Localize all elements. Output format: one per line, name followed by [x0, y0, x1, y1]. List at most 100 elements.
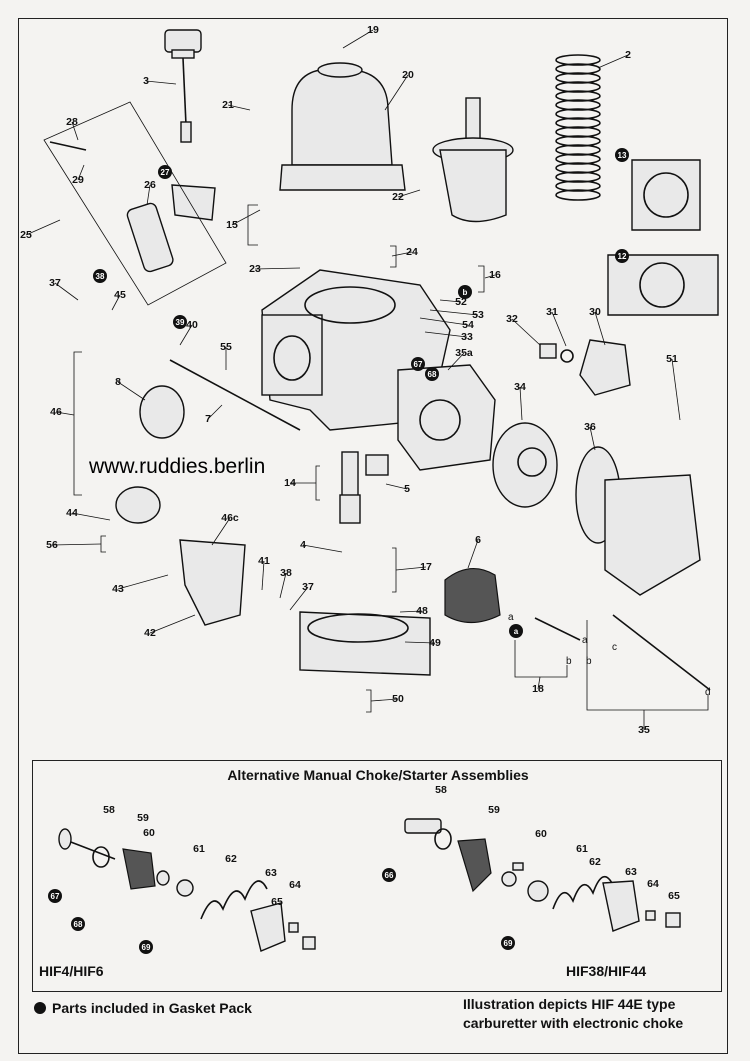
- sub-part-letter: d: [705, 687, 711, 698]
- part-number-label: 32: [506, 313, 518, 325]
- choke-housing-bore: [419, 399, 461, 441]
- leader-line: [71, 512, 111, 521]
- page-frame: [18, 18, 728, 1054]
- leader-line: [447, 352, 465, 371]
- throttle-disc-drawing: [139, 385, 185, 439]
- spring-coil: [555, 144, 601, 156]
- part-number-label: 46: [50, 406, 62, 418]
- temp-sensor-drawing: [126, 202, 174, 273]
- gasket-pack-legend: Parts included in Gasket Pack: [34, 1000, 252, 1016]
- part-number-label: 16: [489, 269, 501, 281]
- part-number-label: 35: [638, 724, 650, 736]
- sub-part-letter: a: [582, 635, 588, 646]
- leader-line: [399, 610, 423, 613]
- spring-coil: [555, 99, 601, 111]
- leader-line: [71, 121, 79, 141]
- alt-right-part-label: 65: [668, 890, 680, 902]
- spring-coil: [555, 135, 601, 147]
- part-number-label: 34: [514, 381, 526, 393]
- spring-coil: [555, 63, 601, 75]
- leader-line: [207, 404, 223, 420]
- leader-line: [395, 566, 427, 571]
- part-number-label: 55: [220, 341, 232, 353]
- alt-right-part-label: 64: [647, 878, 659, 890]
- spring-coil: [555, 171, 601, 183]
- spring-coil: [555, 162, 601, 174]
- part-number-label: 37: [302, 581, 314, 593]
- part-number-label: 54: [462, 319, 474, 331]
- needle-seat-drawing: [365, 454, 389, 476]
- gasket-pack-marker: [48, 889, 62, 903]
- hif38-hif44-label: HIF38/HIF44: [566, 963, 647, 979]
- part-number-label: 25: [20, 229, 32, 241]
- part-number-label: 15: [226, 219, 238, 231]
- leader-line: [51, 543, 102, 546]
- part-number-label: 44: [66, 507, 78, 519]
- part-number-label: 50: [392, 693, 404, 705]
- caption-line-1: Illustration depicts HIF 44E type: [463, 996, 676, 1012]
- gasket-pack-marker: [139, 940, 153, 954]
- screw-35-drawing: [612, 614, 711, 691]
- alt-right-part-label: 58: [435, 784, 447, 796]
- bracket-46: [73, 351, 82, 496]
- alt-left-part-label: 63: [265, 867, 277, 879]
- spring-coil: [555, 81, 601, 93]
- leader-line: [594, 311, 606, 346]
- gasket-pack-marker: [509, 624, 523, 638]
- leader-line: [149, 614, 196, 634]
- alt-left-part-label: 58: [103, 804, 115, 816]
- gasket-pack-marker: [615, 148, 629, 162]
- stepper-motor-drawing: [492, 422, 558, 508]
- leader-line: [302, 544, 343, 553]
- leader-line: [25, 219, 61, 236]
- gasket-pack-dot-icon: [34, 1002, 46, 1014]
- part-number-label: 26: [144, 179, 156, 191]
- throttle-spindle-drawing: [169, 359, 301, 431]
- leader-line: [419, 317, 469, 326]
- part-number-label: 30: [589, 306, 601, 318]
- part-number-label: 5: [404, 483, 410, 495]
- part-number-label: 35a: [455, 347, 473, 359]
- part-number-label: 46c: [221, 512, 239, 524]
- bracket-27-drawing: [171, 184, 216, 221]
- gasket-pack-marker: [158, 165, 172, 179]
- leader-line: [511, 318, 541, 346]
- part-number-label: 42: [144, 627, 156, 639]
- part-number-label: 4: [300, 539, 306, 551]
- part-number-label: 23: [249, 263, 261, 275]
- leader-line: [370, 698, 399, 702]
- alt-right-part-label: 61: [576, 843, 588, 855]
- leader-line: [385, 483, 408, 490]
- float-drawing: [444, 568, 501, 624]
- gasket-pack-marker: [71, 917, 85, 931]
- leader-line: [231, 209, 261, 226]
- gasket-pack-marker-label: 68: [428, 370, 437, 379]
- alt-left-part-label: 60: [143, 827, 155, 839]
- group-25-outline: [43, 101, 227, 306]
- washer-31-drawing: [560, 349, 574, 363]
- gasket-pack-marker-label: 66: [385, 871, 394, 880]
- bracket-14: [315, 465, 320, 501]
- leader-line: [537, 676, 541, 690]
- leader-line: [397, 189, 421, 198]
- part-number-label: 2: [625, 49, 631, 61]
- leader-line: [439, 299, 462, 303]
- part-number-label: 24: [406, 246, 418, 258]
- part-number-label: 7: [205, 413, 211, 425]
- leader-line: [54, 282, 79, 301]
- leader-line: [384, 74, 409, 111]
- screw-18-drawing: [534, 617, 581, 641]
- watermark-text: www.ruddies.berlin: [86, 455, 269, 479]
- part-number-label: 37: [49, 277, 61, 289]
- spring-coil: [555, 153, 601, 165]
- gasket-13-drawing: [631, 159, 701, 231]
- part-number-label: 33: [461, 331, 473, 343]
- alt-left-part-label: 62: [225, 853, 237, 865]
- gasket-pack-marker-label: 38: [96, 272, 105, 281]
- alt-left-part-label: 61: [193, 843, 205, 855]
- leader-line: [279, 572, 287, 599]
